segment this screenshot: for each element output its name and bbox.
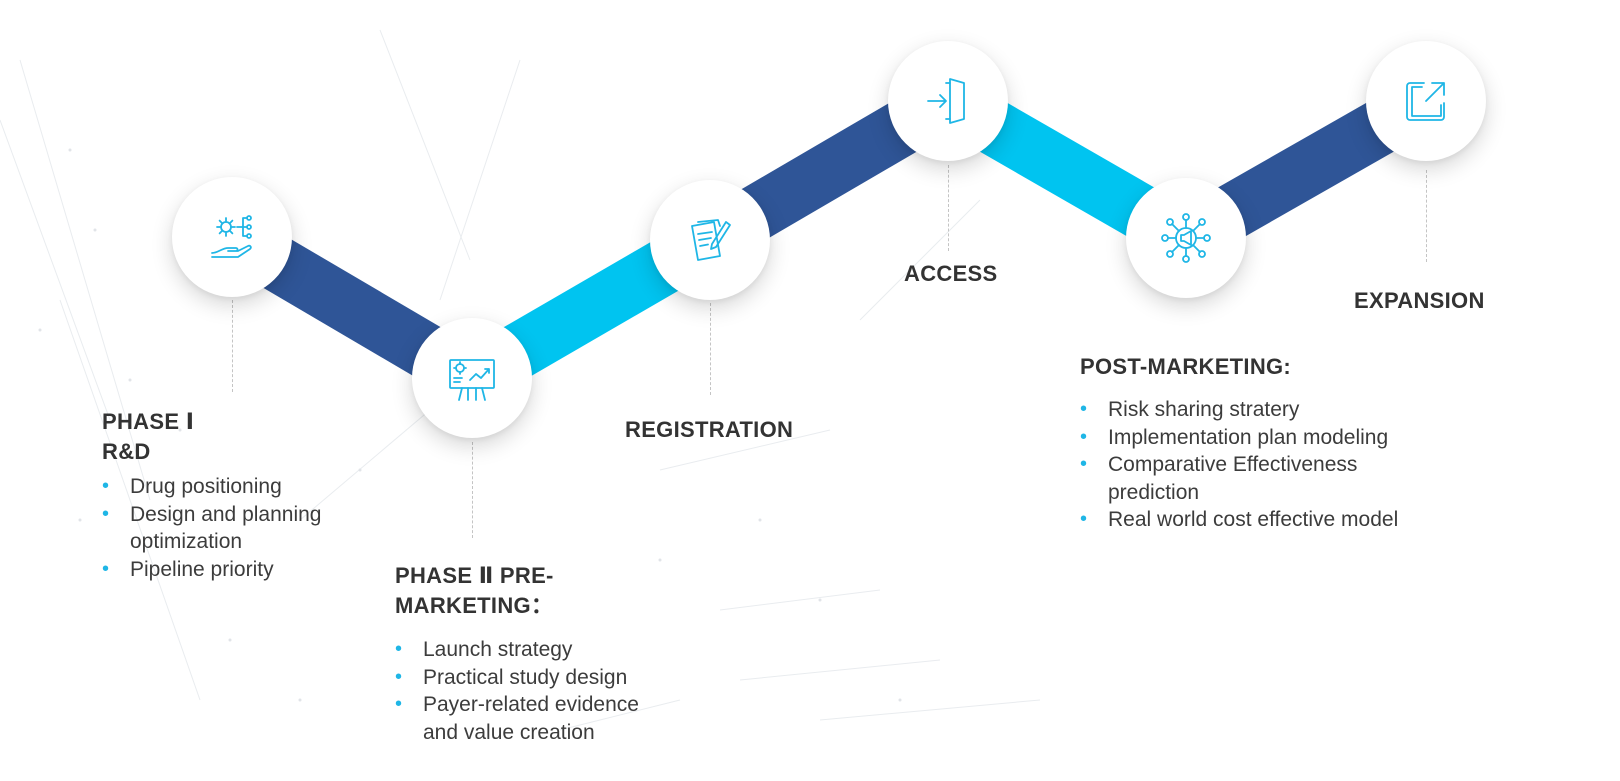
list-item: Implementation plan modeling <box>1080 424 1440 452</box>
node-post-marketing <box>1126 178 1246 298</box>
list-item: Risk sharing stratery <box>1080 396 1440 424</box>
node-registration <box>650 180 770 300</box>
gear-hand-network-icon <box>211 215 252 258</box>
drop-line-6 <box>1426 170 1427 262</box>
list-item: Pipeline priority <box>102 556 352 584</box>
drop-line-1 <box>232 300 233 392</box>
node-phase-1 <box>172 177 292 297</box>
list-item: Drug positioning <box>102 473 352 501</box>
stage-2-title: PHASE Ⅱ PRE- MARKETING： <box>395 561 554 621</box>
node-access <box>888 41 1008 161</box>
list-item: Payer-related evidence and value creatio… <box>395 691 675 746</box>
stage-6-title: EXPANSION <box>1354 286 1485 316</box>
stage-1-title-line-1: PHASE Ⅰ <box>102 409 195 434</box>
list-item: Comparative Effectiveness prediction <box>1080 451 1440 506</box>
drop-line-3 <box>710 303 711 395</box>
stage-1-bullets: Drug positioning Design and planning opt… <box>102 473 352 583</box>
list-item: Launch strategy <box>395 636 675 664</box>
stage-3-title-line-1: REGISTRATION <box>625 417 794 442</box>
stage-3-title: REGISTRATION <box>625 415 793 445</box>
stage-1-title-line-2: R&D <box>102 439 151 464</box>
stage-5-bullets: Risk sharing stratery Implementation pla… <box>1080 396 1440 534</box>
node-expansion <box>1366 41 1486 161</box>
stage-1-title: PHASE Ⅰ R&D <box>102 407 194 467</box>
stage-2-bullets: Launch strategy Practical study design P… <box>395 636 675 746</box>
document-pen-icon <box>691 219 731 261</box>
drop-line-2 <box>472 442 473 538</box>
stage-4-title: ACCESS <box>904 259 998 289</box>
list-item: Real world cost effective model <box>1080 506 1440 534</box>
stage-2-title-line-2: MARKETING： <box>395 593 554 618</box>
drop-line-4 <box>948 165 949 251</box>
external-link-icon <box>1406 82 1445 121</box>
stage-2-title-line-1: PHASE Ⅱ PRE- <box>395 563 554 588</box>
stage-5-title: POST-MARKETING: <box>1080 352 1291 382</box>
door-enter-icon <box>927 78 965 124</box>
list-item: Practical study design <box>395 664 675 692</box>
stage-5-title-line-1: POST-MARKETING: <box>1080 354 1292 379</box>
list-item: Design and planning optimization <box>102 501 352 556</box>
stage-6-title-line-1: EXPANSION <box>1354 288 1485 313</box>
megaphone-network-icon <box>1161 213 1211 263</box>
presentation-board-icon <box>449 359 495 401</box>
stage-4-title-line-1: ACCESS <box>904 261 998 286</box>
node-phase-2 <box>412 318 532 438</box>
